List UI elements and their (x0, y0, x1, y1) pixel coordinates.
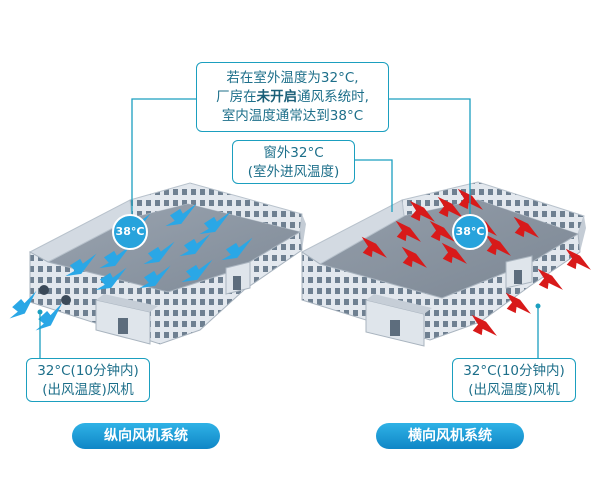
left-building (28, 182, 306, 345)
leader-lines (39, 98, 539, 361)
left-floor (48, 204, 300, 292)
red-arrow (401, 246, 427, 268)
right-end-wall (578, 216, 586, 252)
leader-window (355, 159, 393, 212)
callout-top-line1: 若在室外温度为32°C, (226, 70, 359, 86)
red-arrow (485, 234, 511, 256)
red-arrow (361, 236, 387, 258)
leader-top-right (389, 98, 471, 214)
blue-arrow (179, 233, 211, 257)
blue-arrow (99, 245, 131, 269)
callout-right-line2: (出风温度)风机 (468, 382, 560, 398)
callout-top-line3: 室内温度通常达到38°C (221, 108, 364, 124)
red-arrow (513, 216, 539, 238)
red-exhaust-arrow (565, 248, 591, 270)
blue-exhaust-arrow (9, 290, 37, 319)
left-door-1 (118, 318, 128, 334)
leader-top-left (131, 98, 196, 214)
blue-arrow (165, 203, 197, 227)
callout-left-line1: 32°C(10分钟内) (37, 363, 139, 379)
red-exhaust-arrow (471, 314, 497, 336)
left-temperature-badge: 38°C (112, 214, 148, 250)
callout-right-line1: 32°C(10分钟内) (463, 363, 565, 379)
label-longitudinal-system: 纵向风机系统 (72, 423, 220, 449)
callout-left-fan-temperature: 32°C(10分钟内) (出风温度)风机 (26, 358, 150, 402)
red-arrow (437, 196, 463, 218)
left-fan-1 (39, 285, 49, 295)
leader-dots (37, 303, 541, 315)
left-fan-2 (61, 295, 71, 305)
left-door-2 (233, 276, 241, 290)
blue-arrow (65, 253, 97, 277)
label-transverse-system: 横向风机系统 (376, 423, 524, 449)
red-arrow (409, 200, 435, 222)
right-door-2 (514, 270, 522, 284)
blue-arrow (139, 265, 171, 289)
blue-exhaust-arrow (35, 302, 63, 331)
callout-window-line1: 窗外32°C (263, 145, 324, 161)
blue-arrow (143, 241, 175, 265)
blue-arrow (199, 211, 231, 235)
right-door-1 (390, 320, 400, 336)
red-arrow (429, 220, 455, 242)
red-arrow (395, 220, 421, 242)
callout-right-fan-temperature: 32°C(10分钟内) (出风温度)风机 (452, 358, 576, 402)
right-temperature-badge: 38°C (452, 214, 488, 250)
blue-arrow (221, 237, 253, 261)
callout-indoor-temperature: 若在室外温度为32°C, 厂房在未开启通风系统时, 室内温度通常达到38°C (196, 62, 389, 132)
red-arrow (441, 242, 467, 264)
callout-top-line2: 厂房在未开启通风系统时, (216, 89, 369, 105)
blue-arrow (181, 259, 213, 283)
blue-arrow (95, 267, 127, 291)
red-exhaust-arrow (537, 268, 563, 290)
right-annex-1-roof (366, 294, 432, 314)
callout-window-line2: (室外进风温度) (247, 164, 340, 180)
callout-window-temperature: 窗外32°C (室外进风温度) (232, 140, 355, 184)
red-exhaust-arrow (505, 292, 531, 314)
left-annex-1-roof (96, 294, 158, 312)
callout-left-line2: (出风温度)风机 (42, 382, 134, 398)
